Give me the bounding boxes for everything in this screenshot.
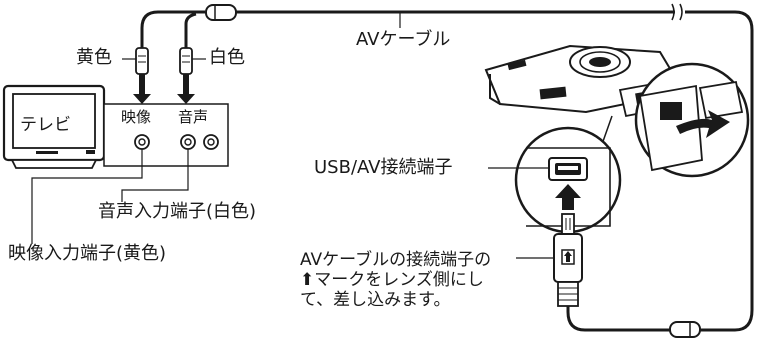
down-arrow-icon xyxy=(133,86,151,104)
ferrite-core-bottom-icon xyxy=(669,321,701,338)
note-line-2-text: マークをレンズ側にし xyxy=(314,270,484,290)
note-line-3: て、差し込みます。 xyxy=(300,290,451,310)
cable-white-branch xyxy=(184,12,197,48)
audio-jack-label: 音声 xyxy=(178,108,209,126)
video-input-label: 映像入力端子(黄色) xyxy=(8,243,167,264)
connection-note: AVケーブルの接続端子の ⬆マークをレンズ側にし て、差し込みます。 xyxy=(300,250,491,310)
av-connector-icon xyxy=(553,213,583,307)
jack-panel xyxy=(103,103,229,167)
tv-icon xyxy=(2,84,106,169)
video-input-leader xyxy=(31,149,143,244)
cable-right-run xyxy=(685,10,754,332)
white-plug-icon xyxy=(179,47,193,86)
down-arrow-icon xyxy=(177,86,195,104)
audio-input-label: 音声入力端子(白色) xyxy=(98,201,257,222)
tv-label: テレビ xyxy=(20,115,71,135)
audio-input-leader xyxy=(121,149,189,202)
yellow-plug-icon xyxy=(135,47,149,86)
cable-break-icon xyxy=(671,3,683,21)
arrow-up-mark-icon: ⬆ xyxy=(300,270,315,290)
cover-open-inset xyxy=(634,62,750,178)
video-jack-label: 映像 xyxy=(121,108,152,126)
cable-left-branch xyxy=(140,10,205,48)
cable-bottom-run xyxy=(566,305,670,332)
note-line-1: AVケーブルの接続端子の xyxy=(300,250,492,270)
yellow-plug-label: 黄色 xyxy=(76,47,112,68)
camera-icon xyxy=(484,44,674,118)
ferrite-core-icon xyxy=(205,4,237,21)
usb-av-port-label: USB/AV接続端子 xyxy=(314,157,453,178)
white-plug-label: 白色 xyxy=(209,47,245,68)
note-line-2: ⬆マークをレンズ側にし xyxy=(300,270,491,290)
av-cable-label: AVケーブル xyxy=(356,29,451,50)
push-arrow-icon xyxy=(676,110,730,138)
